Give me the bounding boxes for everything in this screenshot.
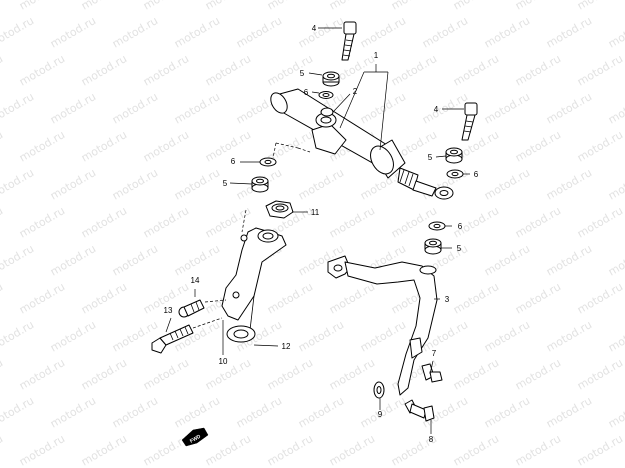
assembly-lines [192,142,311,329]
leader-lines [165,27,470,434]
callout-9: 9 [378,410,383,419]
callout-labels: 4 5 6 2 1 4 5 6 6 5 11 6 5 3 7 9 8 10 12… [164,24,479,444]
callout-7: 7 [432,349,437,358]
washer-part-6-right-top [446,169,464,179]
callout-6-right-top: 6 [474,170,479,179]
callout-6-top: 6 [304,88,309,97]
steering-damper [270,88,454,200]
callout-3: 3 [445,295,450,304]
washer-part-9 [373,381,385,399]
callout-4-right: 4 [434,105,439,114]
bolt-part-14 [178,299,205,318]
bolt-part-7 [421,363,443,383]
bolt-part-8 [404,399,435,422]
fwd-arrow-icon: FWD [181,427,209,447]
fwd-label: FWD [189,433,202,444]
spacer-part-5-top [322,71,340,87]
callout-10: 10 [219,357,228,366]
bolt-part-13 [151,324,194,354]
bracket-part-3 [327,255,438,396]
spacer-part-5-left [251,176,269,193]
bolt-part-4-right [461,102,478,141]
callout-1: 1 [374,51,379,60]
callout-5-top: 5 [300,69,305,78]
bracket-part-10 [221,227,287,331]
callout-12: 12 [282,342,291,351]
callout-8: 8 [429,435,434,444]
nut-part-11 [265,200,294,219]
spacer-part-5-right-bottom [424,238,442,255]
spacer-part-5-right-top [445,147,463,164]
washer-part-6-top [318,91,334,99]
callout-5-right-bottom: 5 [457,244,462,253]
callout-6-right-bottom: 6 [458,222,463,231]
bolt-part-4-top [341,21,357,61]
callout-11: 11 [311,208,320,217]
callout-5-left: 5 [223,179,228,188]
washer-part-6-left [259,157,277,167]
washer-part-6-right-bottom [428,221,446,231]
callout-2: 2 [353,87,358,96]
callout-5-right-top: 5 [428,153,433,162]
callout-14: 14 [191,276,200,285]
rubber-part-12 [226,325,256,343]
callout-13: 13 [164,306,173,315]
part-2-nut [320,107,334,117]
callout-4-top: 4 [312,24,317,33]
callout-6-left: 6 [231,157,236,166]
